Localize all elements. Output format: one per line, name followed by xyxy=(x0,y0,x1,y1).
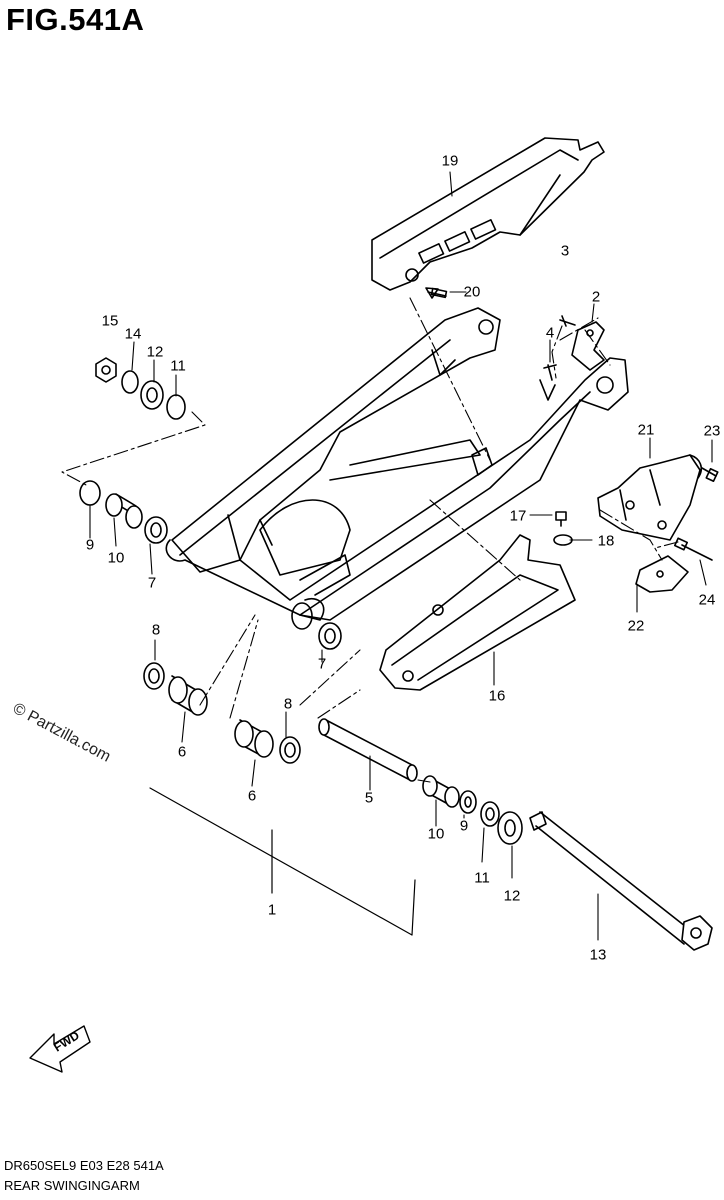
chain-guard-part xyxy=(371,137,605,291)
callout-17: 17 xyxy=(509,507,527,525)
leader-lines xyxy=(89,171,713,941)
callout-12a: 12 xyxy=(146,343,164,361)
callout-5: 5 xyxy=(364,789,374,807)
callout-10b: 10 xyxy=(427,825,445,843)
washer-9-left xyxy=(79,480,101,506)
figure-name: REAR SWINGINGARM xyxy=(4,1178,140,1193)
bolt-17 xyxy=(555,511,567,527)
callout-11b: 11 xyxy=(474,869,490,887)
callout-1: 1 xyxy=(267,901,277,919)
callout-6a: 6 xyxy=(177,743,187,761)
callout-2: 2 xyxy=(591,288,601,306)
callout-18: 18 xyxy=(597,532,615,550)
chain-buffer-part xyxy=(379,534,576,691)
callout-12b: 12 xyxy=(503,887,521,905)
callout-7b: 7 xyxy=(317,655,327,673)
nut-15 xyxy=(95,357,117,383)
callout-8a: 8 xyxy=(151,621,161,639)
callout-14: 14 xyxy=(124,325,142,343)
callout-7a: 7 xyxy=(147,574,157,592)
callout-11a: 11 xyxy=(170,357,186,375)
bearing-7-right xyxy=(318,622,342,650)
callout-20: 20 xyxy=(463,283,481,301)
callout-16: 16 xyxy=(488,687,506,705)
callout-9b: 9 xyxy=(459,817,469,835)
figure-code: DR650SEL9 E03 E28 541A xyxy=(4,1158,164,1173)
bolt-20 xyxy=(425,287,448,299)
callout-9a: 9 xyxy=(85,536,95,554)
spacer-10-right xyxy=(422,775,460,808)
washer-14 xyxy=(121,370,139,394)
spacer-10-left xyxy=(105,493,143,529)
callout-23: 23 xyxy=(703,422,721,440)
callout-21: 21 xyxy=(637,421,655,439)
callout-10a: 10 xyxy=(107,549,125,567)
callout-22: 22 xyxy=(627,617,645,635)
bearing-6-left xyxy=(168,675,208,716)
bolt-23 xyxy=(701,467,719,483)
part-1-bracket xyxy=(149,787,416,936)
collar-12-left xyxy=(140,380,164,410)
pivot-pipe-5 xyxy=(318,718,418,782)
callout-4: 4 xyxy=(545,324,555,342)
callout-3: 3 xyxy=(560,242,570,260)
washer-18 xyxy=(553,534,573,546)
callout-24: 24 xyxy=(698,591,716,609)
chain-adjuster-plate-part xyxy=(543,315,605,381)
seal-8-left xyxy=(143,662,165,690)
collar-12-right xyxy=(497,811,523,845)
washer-9-right xyxy=(459,790,477,814)
pivot-shaft-13 xyxy=(529,811,713,951)
bearing-6-right xyxy=(234,719,274,758)
figure-title: FIG.541A xyxy=(6,2,145,37)
swingarm-part xyxy=(165,307,629,630)
guard-plate-22 xyxy=(635,555,689,593)
callout-15: 15 xyxy=(101,312,119,330)
washer-11-right xyxy=(480,801,500,827)
callout-13: 13 xyxy=(589,946,607,964)
fwd-arrow-icon: FWD xyxy=(29,1025,91,1073)
callout-19: 19 xyxy=(441,152,459,170)
bearing-7-left xyxy=(144,516,168,544)
bolt-24 xyxy=(673,537,713,561)
bracket-21 xyxy=(597,454,702,541)
washer-11-left xyxy=(166,394,186,420)
callout-6b: 6 xyxy=(247,787,257,805)
seal-8-right xyxy=(279,736,301,764)
callout-8b: 8 xyxy=(283,695,293,713)
